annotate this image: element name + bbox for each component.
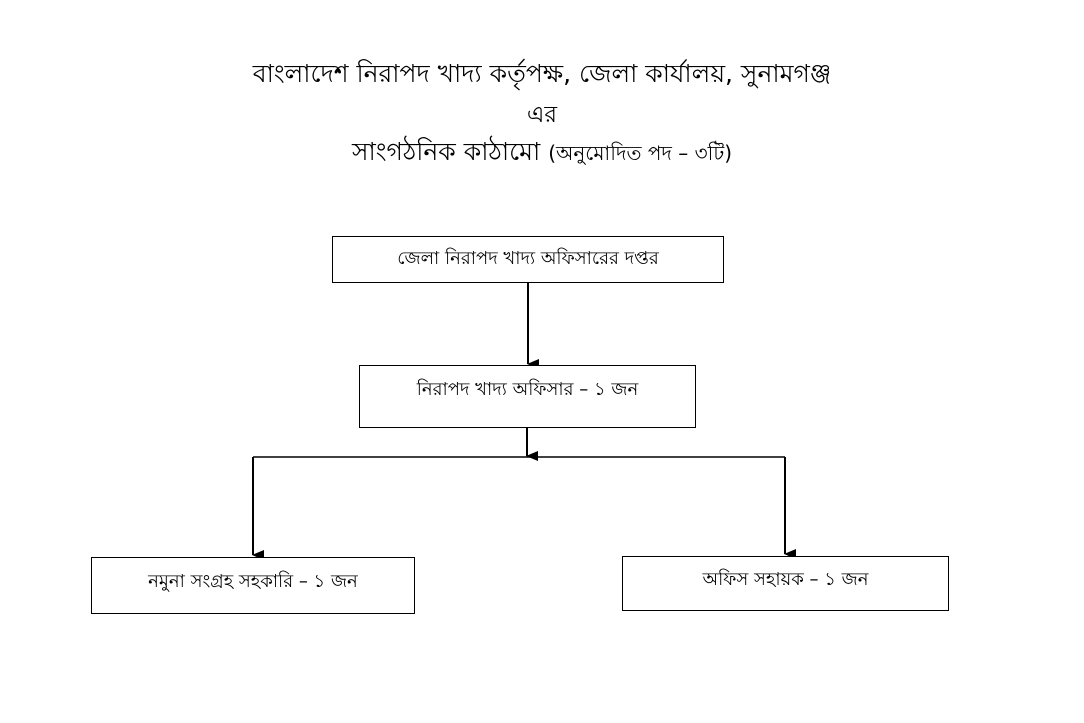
node-district-office: জেলা নিরাপদ খাদ্য অফিসারের দপ্তর — [332, 236, 724, 283]
node-office-assistant: অফিস সহায়ক – ১ জন — [622, 556, 949, 611]
node-sample-collection-assistant-label: নমুনা সংগ্রহ সহকারি – ১ জন — [148, 571, 358, 592]
node-food-safety-officer-label: নিরাপদ খাদ্য অফিসার – ১ জন — [416, 379, 639, 400]
title-main: সাংগঠনিক কাঠামো — [351, 137, 541, 166]
title-approved-posts: (অনুমোদিত পদ – ৩টি) — [548, 141, 733, 165]
title-line-2: এর — [526, 102, 558, 128]
node-office-assistant-label: অফিস সহায়ক – ১ জন — [702, 569, 869, 590]
title-line-1: বাংলাদেশ নিরাপদ খাদ্য কর্তৃপক্ষ, জেলা কা… — [252, 59, 832, 88]
node-food-safety-officer: নিরাপদ খাদ্য অফিসার – ১ জন — [359, 365, 696, 428]
node-district-office-label: জেলা নিরাপদ খাদ্য অফিসারের দপ্তর — [397, 248, 659, 269]
node-sample-collection-assistant: নমুনা সংগ্রহ সহকারি – ১ জন — [91, 557, 415, 614]
title-line-3: সাংগঠনিক কাঠামো (অনুমোদিত পদ – ৩টি) — [0, 132, 1084, 175]
